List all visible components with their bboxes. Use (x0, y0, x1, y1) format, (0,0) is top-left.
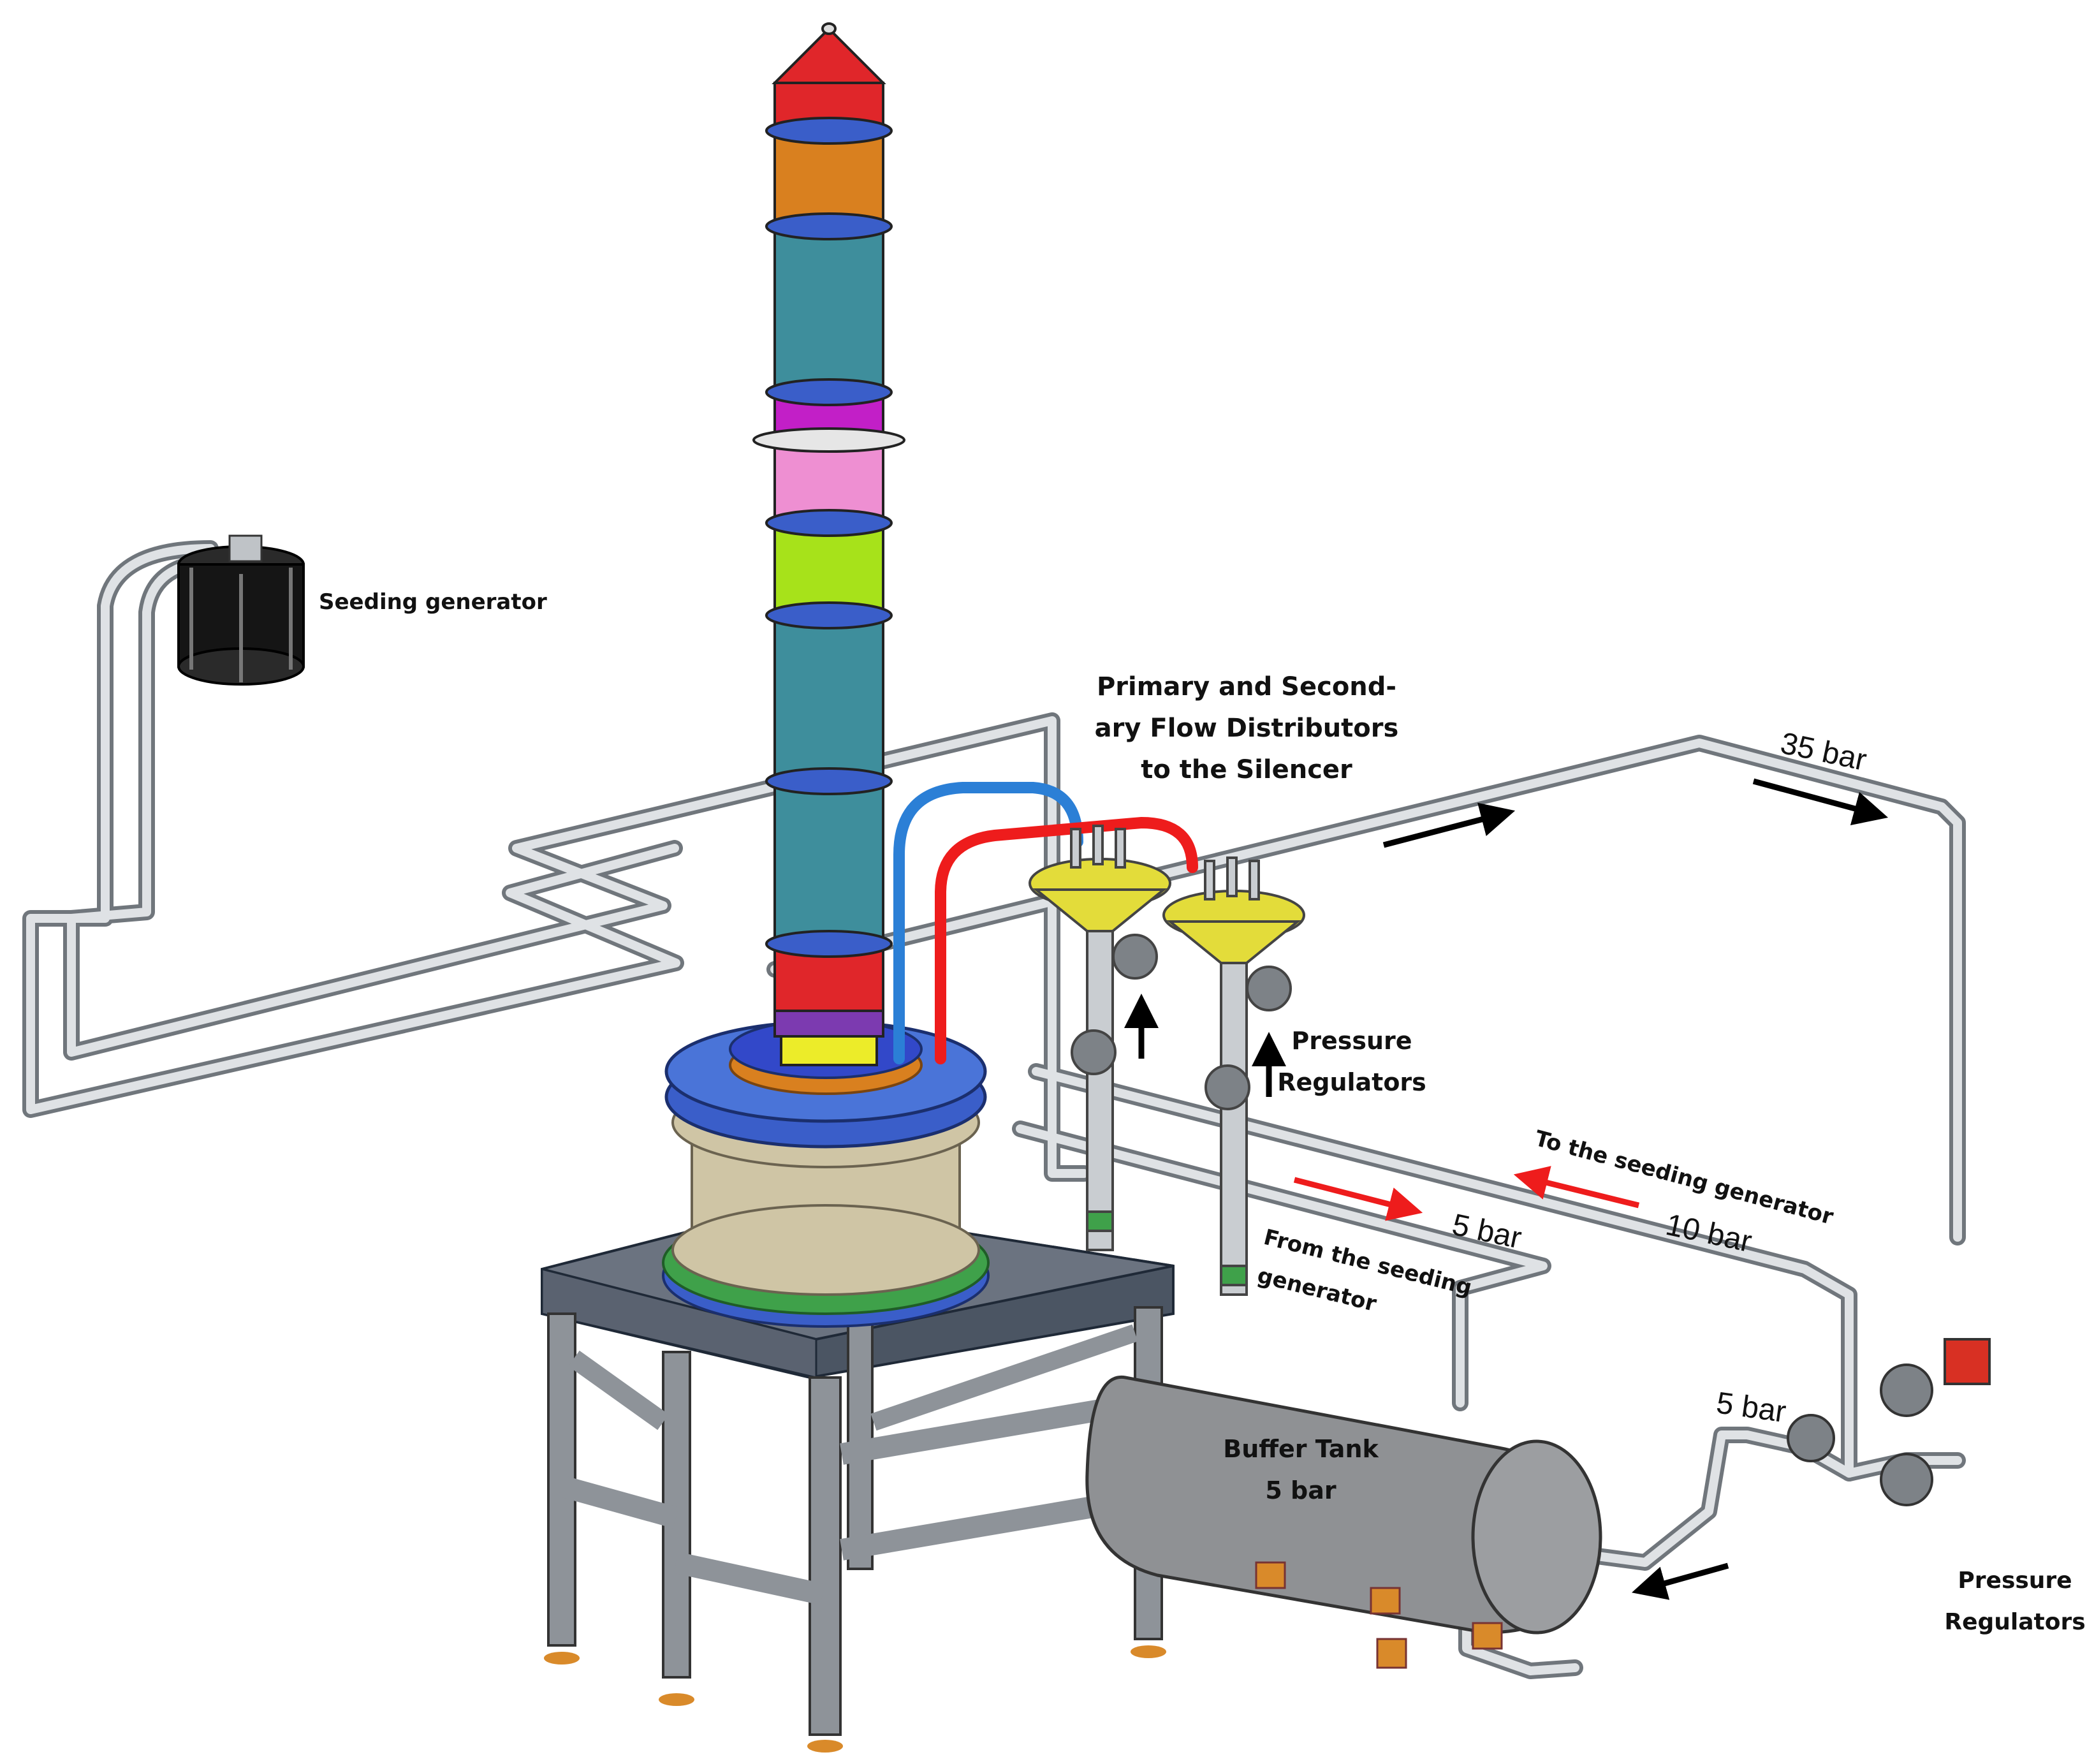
column-cone (772, 27, 886, 84)
column-teal-mid (773, 614, 884, 783)
label-flow-distributors-2: ary Flow Distributors (1095, 714, 1399, 743)
arrow-to-seeding (1513, 1166, 1640, 1209)
column-orange-section (773, 129, 884, 228)
flow-distributors (1029, 825, 1305, 1296)
column-teal-upper (773, 225, 884, 393)
silencer-column (752, 22, 905, 1066)
distributor-hoses (893, 782, 1198, 1064)
column-teal-lower (773, 780, 884, 945)
arrow-tank-outlet (1631, 1562, 1729, 1600)
labels: Seeding generator Primary and Second- ar… (319, 589, 2086, 1635)
label-buffer-tank-2: 5 bar (1265, 1476, 1336, 1504)
arrow-35bar-b (1752, 778, 1889, 826)
pipe-network (22, 540, 1966, 1679)
label-flow-distributors-1: Primary and Second- (1097, 672, 1396, 702)
right-pressure-regulators (1787, 1338, 1991, 1506)
red-hose (935, 816, 1198, 1064)
arrow-from-seeding (1293, 1177, 1423, 1221)
label-pressure-regulators-mid-1: Pressure (1291, 1027, 1412, 1055)
pipe-highlight (26, 544, 1962, 1675)
label-seeding-generator: Seeding generator (319, 589, 547, 615)
red-valve-box (1944, 1338, 1991, 1385)
label-buffer-tank-1: Buffer Tank (1223, 1435, 1379, 1463)
label-flow-distributors-3: to the Silencer (1141, 755, 1352, 784)
label-pressure-regulators-right-1: Pressure (1958, 1568, 2072, 1594)
column-yellow-section (780, 1032, 878, 1066)
label-5bar-lower: 5 bar (1714, 1386, 1788, 1429)
blue-hose (893, 782, 1083, 1064)
column-purple-section (773, 1010, 884, 1038)
buffer-tank (1085, 1375, 1602, 1669)
label-pressure-regulators-right-2: Regulators (1944, 1609, 2085, 1635)
seeding-generator (177, 534, 305, 686)
flow-arrows (1124, 778, 1889, 1600)
arrow-35bar-a (1382, 802, 1516, 848)
column-lime-section (773, 522, 884, 617)
label-pressure-regulators-mid-2: Regulators (1277, 1068, 1426, 1096)
